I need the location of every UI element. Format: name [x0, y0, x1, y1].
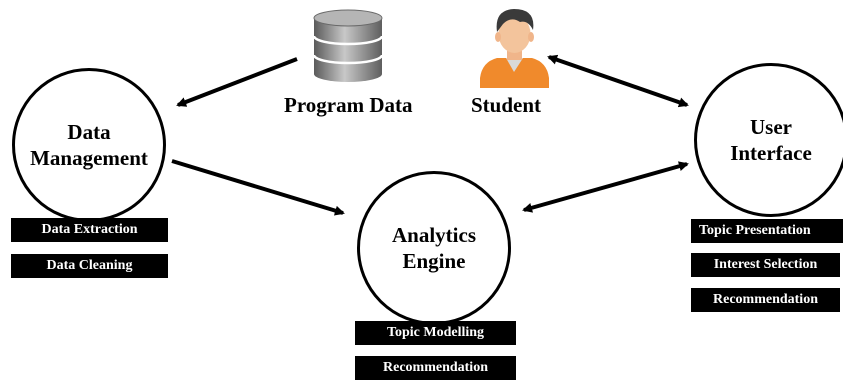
- program-data-label: Program Data: [284, 93, 413, 117]
- analytics-engine-line1: Analytics: [392, 222, 476, 247]
- tag-topic-modelling: Topic Modelling: [355, 321, 516, 345]
- data-management-node: Data Management: [12, 68, 166, 222]
- tag-recommendation-ui: Recommendation: [691, 288, 840, 312]
- tag-interest-selection: Interest Selection: [691, 253, 840, 277]
- database-icon: [312, 9, 384, 82]
- arrow-datamanagement-to-analytics: [171, 159, 345, 216]
- arrow-student-userinterface: [547, 54, 689, 108]
- data-management-line1: Data: [67, 119, 111, 144]
- user-interface-node: User Interface: [694, 63, 843, 217]
- arrow-analytics-userinterface: [522, 161, 689, 213]
- arrow-programdata-to-datamanagement: [176, 57, 298, 107]
- data-management-line2: Management: [30, 146, 148, 170]
- user-interface-line2: Interface: [730, 141, 812, 165]
- tag-data-cleaning: Data Cleaning: [11, 254, 168, 278]
- tag-recommendation-analytics: Recommendation: [355, 356, 516, 380]
- student-label: Student: [471, 93, 542, 117]
- analytics-engine-node: Analytics Engine: [357, 171, 511, 325]
- student-avatar-icon: [480, 9, 549, 88]
- tag-data-extraction: Data Extraction: [11, 218, 168, 242]
- analytics-engine-line2: Engine: [402, 249, 466, 273]
- user-interface-line1: User: [750, 114, 792, 139]
- tag-topic-presentation: Topic Presentation: [691, 219, 843, 243]
